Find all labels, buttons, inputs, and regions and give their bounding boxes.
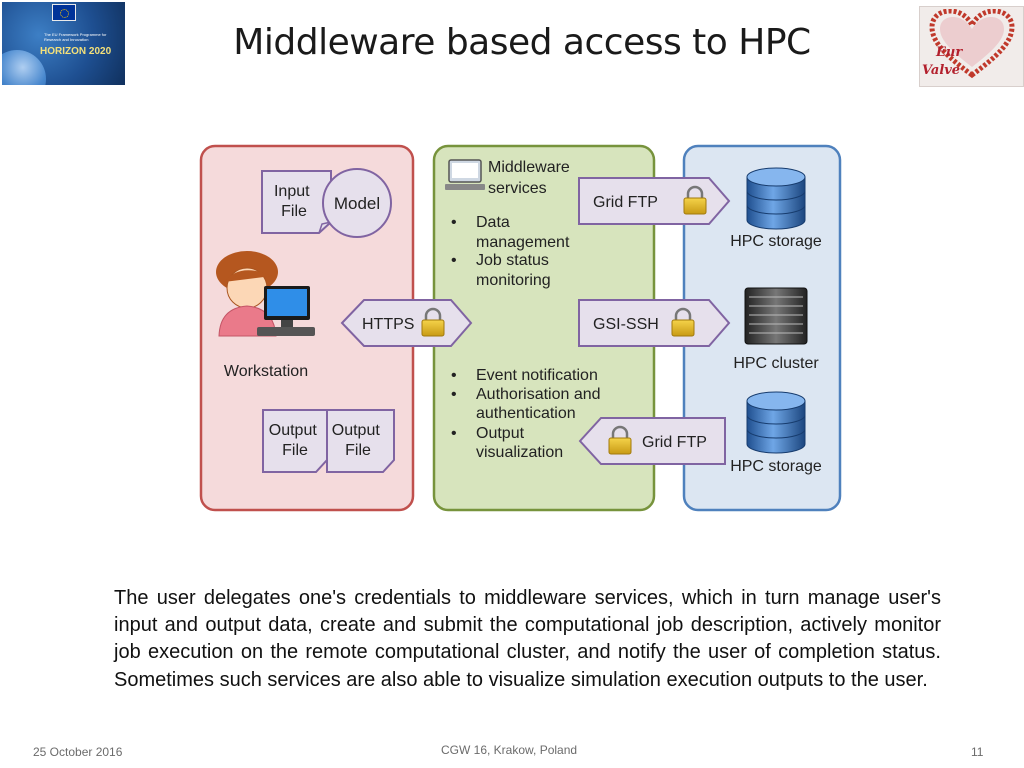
output-file-icon bbox=[262, 409, 328, 473]
horizon-2020-logo: The EU Framework Programme for Research … bbox=[2, 2, 125, 85]
bullet-marker: • bbox=[451, 386, 457, 403]
user-workstation-icon bbox=[216, 251, 315, 337]
horizon-2020-subtext: The EU Framework Programme for Research … bbox=[44, 32, 107, 42]
grid-ftp-bottom-label: Grid FTP bbox=[642, 434, 707, 451]
horizon-2020-text: HORIZON 2020 bbox=[40, 46, 112, 57]
input-file-label: Input File bbox=[274, 183, 314, 220]
bullet-marker: • bbox=[451, 367, 457, 384]
middleware-bullet: Output visualization bbox=[476, 425, 563, 461]
gsi-ssh-label: GSI-SSH bbox=[593, 316, 659, 333]
logo-text-valve: Valve bbox=[922, 63, 961, 78]
model-circle bbox=[322, 168, 392, 238]
middleware-computer-icon bbox=[445, 159, 485, 190]
hpc-storage-top-icon bbox=[746, 167, 806, 230]
eu-flag-icon bbox=[52, 4, 76, 21]
lock-icon bbox=[683, 185, 707, 215]
lock-icon bbox=[421, 307, 445, 337]
middleware-bullet: Data management bbox=[476, 214, 570, 251]
lock-icon bbox=[671, 307, 695, 337]
output-file-icon bbox=[326, 409, 395, 473]
hpc-cluster-icon bbox=[744, 287, 808, 345]
bullet-marker: • bbox=[451, 425, 457, 442]
bullet-marker: • bbox=[451, 214, 457, 231]
footer-page-number: 11 bbox=[971, 745, 984, 759]
input-file-icon bbox=[261, 170, 332, 234]
eurvalve-logo: Eur Valve bbox=[919, 6, 1024, 87]
model-label: Model bbox=[334, 194, 380, 213]
middleware-title: Middleware services bbox=[488, 159, 574, 197]
grid-ftp-top-label: Grid FTP bbox=[593, 194, 658, 211]
hpc-storage-bottom-icon bbox=[746, 391, 806, 454]
middleware-bullet: Event notification bbox=[476, 367, 598, 384]
output-file-label: Output File bbox=[269, 422, 321, 459]
middleware-bullet: Job status monitoring bbox=[476, 252, 553, 289]
bullet-marker: • bbox=[451, 252, 457, 269]
lock-icon bbox=[608, 425, 632, 455]
output-file-label: Output File bbox=[332, 422, 384, 459]
middleware-bullet: Authorisation and authentication bbox=[476, 386, 605, 422]
slide-title: Middleware based access to HPC bbox=[233, 22, 811, 63]
footer-event: CGW 16, Krakow, Poland bbox=[441, 743, 578, 757]
https-label: HTTPS bbox=[362, 316, 414, 333]
heart-icon bbox=[929, 9, 1015, 79]
hpc-storage-bottom-label: HPC storage bbox=[730, 458, 822, 475]
logo-text-eur: Eur bbox=[936, 45, 963, 60]
hpc-storage-top-label: HPC storage bbox=[730, 233, 822, 250]
hpc-cluster-label: HPC cluster bbox=[733, 355, 819, 372]
slide-description: The user delegates one's credentials to … bbox=[114, 587, 941, 691]
footer-date: 25 October 2016 bbox=[33, 745, 123, 759]
workstation-label: Workstation bbox=[224, 363, 308, 380]
